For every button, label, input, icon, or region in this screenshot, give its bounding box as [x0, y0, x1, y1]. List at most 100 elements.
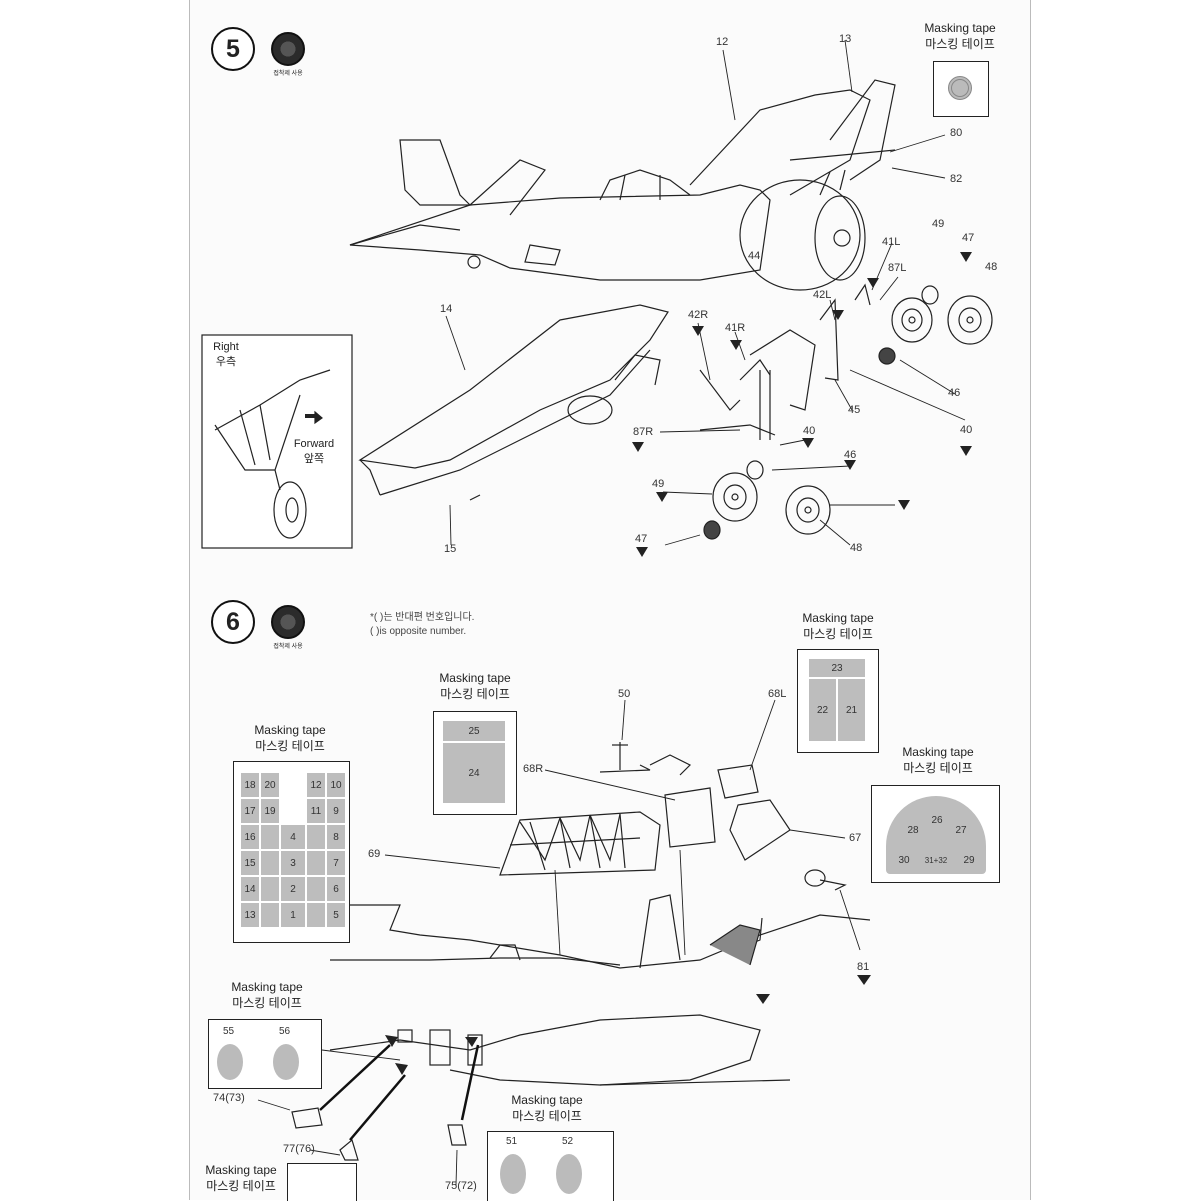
masking-tape-ko: 마스킹 테이프 — [803, 627, 873, 641]
mask-oval — [217, 1044, 243, 1080]
masking-tape-en: Masking tape — [254, 723, 326, 737]
mask-cell: 4 — [280, 824, 306, 850]
part-number: 40 — [960, 424, 973, 436]
inset-right-ko: 우측 — [215, 356, 237, 368]
masking-tape-ko: 마스킹 테이프 — [206, 1179, 276, 1193]
leader-lines-5 — [445, 39, 966, 546]
mask-cell: 20 — [260, 772, 280, 798]
mask-cell: 6 — [326, 876, 346, 902]
masking-tape-ko: 마스킹 테이프 — [512, 1109, 582, 1123]
glue-dot — [271, 32, 305, 66]
masking-tape-ko: 마스킹 테이프 — [440, 687, 510, 701]
part-number: 68L — [768, 688, 787, 700]
masking-tape-title: Masking tape 마스킹 테이프 — [196, 1162, 286, 1194]
mask-cell — [306, 876, 326, 902]
mask-cell — [260, 824, 280, 850]
glue-icon: 접착제 사용 — [262, 32, 314, 77]
inset-landing-gear — [201, 334, 353, 549]
mask-oval — [273, 1044, 299, 1080]
mask-cell: 3 — [280, 850, 306, 876]
part-number: 50 — [618, 688, 631, 700]
part-number: 41R — [725, 322, 746, 334]
opposite-number-note: *( )는 반대편 번호입니다. ( )is opposite number. — [370, 611, 474, 639]
part-number: 47 — [635, 533, 648, 545]
canopy-69 — [499, 811, 661, 876]
mask-cell: 9 — [326, 798, 346, 824]
mask-cell: 22 — [808, 678, 837, 742]
part-number: 40 — [803, 425, 816, 437]
mask-cell: 17 — [240, 798, 260, 824]
part-number: 87L — [888, 262, 907, 274]
part-number: 87R — [633, 426, 654, 438]
glue-label: 접착제 사용 — [273, 71, 303, 77]
mask-cell — [306, 850, 326, 876]
mask-cell: 15 — [240, 850, 260, 876]
part-number: 46 — [948, 387, 961, 399]
mask-cell: 21 — [837, 678, 866, 742]
masking-tape-ko: 마스킹 테이프 — [925, 37, 995, 51]
inset-right-label: Right 우측 — [206, 340, 246, 370]
mask-label: 56 — [279, 1026, 291, 1037]
part-number: 42L — [813, 289, 832, 301]
mask-cell: 5 — [326, 902, 346, 928]
masking-tape-en: Masking tape — [802, 611, 874, 625]
wheels-step5 — [703, 285, 993, 540]
lower-wing-14-15 — [358, 304, 669, 501]
mask-cell: 2 — [280, 876, 306, 902]
part-number: 48 — [850, 542, 863, 554]
masking-tape-box-wheel — [933, 61, 989, 117]
part-number: 49 — [932, 218, 945, 230]
masking-tape-en: Masking tape — [231, 980, 303, 994]
mask-cell: 7 — [326, 850, 346, 876]
part-number: 44 — [748, 250, 761, 262]
part-number: 80 — [950, 127, 963, 139]
part-number: 68R — [523, 763, 544, 775]
part-number: 48 — [985, 261, 998, 273]
mask-cell: 10 — [326, 772, 346, 798]
mask-cell: 27 — [955, 824, 967, 836]
mask-cell: 1 — [280, 902, 306, 928]
mask-cell: 13 — [240, 902, 260, 928]
part-number: 42R — [688, 309, 709, 321]
mask-oval — [500, 1154, 526, 1194]
part-81-stand — [804, 869, 847, 891]
masking-tape-title: Masking tape 마스킹 테이프 — [245, 722, 335, 754]
mask-oval — [556, 1154, 582, 1194]
mask-label: 51 — [506, 1136, 518, 1147]
engine-cowling — [739, 169, 866, 291]
part-number: 77(76) — [283, 1143, 315, 1155]
windscreen-mask — [886, 796, 986, 874]
instruction-sheet — [189, 0, 1031, 1200]
glue-dot — [271, 605, 305, 639]
mask-cell: 24 — [442, 742, 506, 804]
mask-cell — [280, 772, 306, 798]
masking-tape-box-24-25: 25 24 — [433, 711, 517, 815]
inset-forward-en: Forward — [293, 438, 335, 450]
masking-tape-box-51-52: 51 52 — [487, 1131, 614, 1201]
masking-tape-box-windscreen: 26 28 27 30 31+32 29 — [871, 785, 1000, 883]
part-number: 45 — [848, 404, 861, 416]
glue-label: 접착제 사용 — [273, 644, 303, 650]
inset-forward-label: Forward 앞쪽 — [284, 437, 344, 467]
masking-tape-title: Masking tape 마스킹 테이프 — [222, 979, 312, 1011]
part-number: 15 — [444, 543, 457, 555]
part-number: 14 — [440, 303, 453, 315]
masking-tape-en: Masking tape — [205, 1163, 277, 1177]
mask-cell: 16 — [240, 824, 260, 850]
mask-cell: 8 — [326, 824, 346, 850]
mask-cell — [306, 902, 326, 928]
mask-cell — [260, 850, 280, 876]
leader-lines-6 — [257, 699, 861, 1186]
masking-tape-ko: 마스킹 테이프 — [903, 761, 973, 775]
part-number: 46 — [844, 449, 857, 461]
masking-tape-en: Masking tape — [924, 21, 996, 35]
install-arrows-6 — [319, 1044, 480, 1141]
masking-tape-title: Masking tape 마스킹 테이프 — [793, 610, 883, 642]
masking-tape-title: Masking tape 마스킹 테이프 — [502, 1092, 592, 1124]
mask-cell: 30 — [898, 854, 910, 866]
masking-circle — [948, 76, 972, 100]
part-number: 47 — [962, 232, 975, 244]
masking-tape-title-5: Masking tape 마스킹 테이프 — [915, 20, 1005, 52]
